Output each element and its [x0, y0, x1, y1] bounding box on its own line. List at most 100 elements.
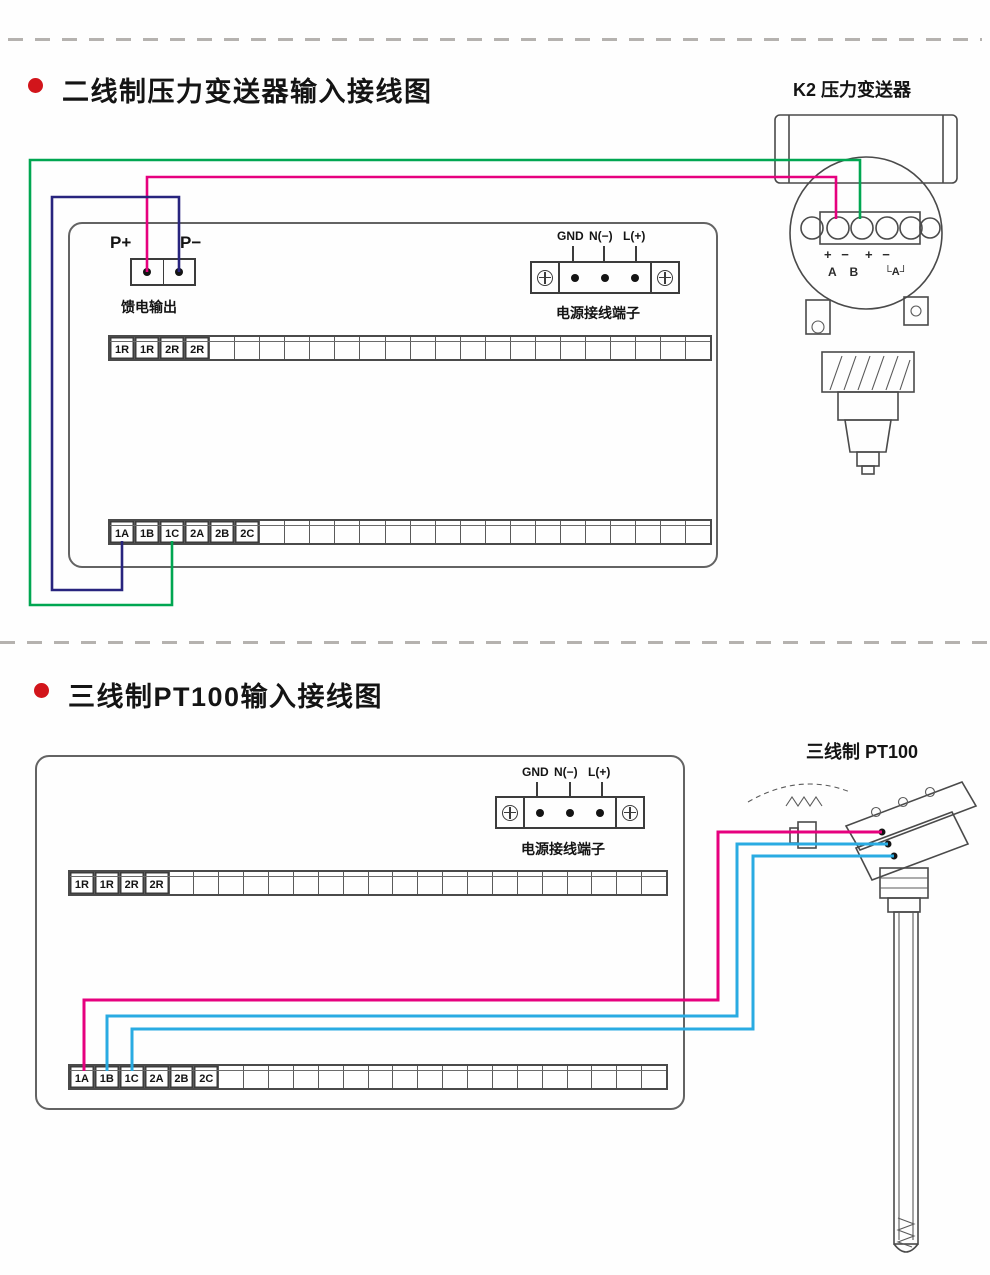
- terminal-cell: [411, 521, 436, 543]
- terminal-cell: [568, 1066, 593, 1088]
- neutral-lead-line: [569, 782, 571, 797]
- terminal-cell: 2R: [185, 337, 211, 359]
- line-label: L(+): [588, 765, 611, 779]
- transmitter-bracket-label: └A┘: [884, 266, 908, 278]
- terminal-cell: [360, 337, 386, 359]
- terminal-cell: [269, 872, 294, 894]
- terminal-cell: 2R: [120, 872, 145, 894]
- mount-screw-right: [652, 263, 678, 292]
- dashed-separator-top: [8, 38, 982, 41]
- terminal-cell: [493, 872, 518, 894]
- pressure-transmitter-drawing: [774, 114, 958, 475]
- terminal-cell: [436, 521, 461, 543]
- terminal-cell: [543, 1066, 568, 1088]
- terminal-cell: [636, 337, 662, 359]
- terminal-cell: [294, 872, 319, 894]
- transmitter-ab-label: A B: [828, 265, 864, 279]
- terminal-cell: [319, 1066, 344, 1088]
- terminal-cell: [617, 1066, 643, 1088]
- terminal-cell: [611, 521, 636, 543]
- terminal-cell: [617, 872, 643, 894]
- terminal-cell: [536, 521, 561, 543]
- power-terminal-block-2: [495, 796, 645, 829]
- gnd-lead-line: [572, 246, 574, 262]
- terminal-cell: [586, 337, 611, 359]
- terminal-cell: [219, 1066, 245, 1088]
- terminal-cell: 2B: [170, 1066, 195, 1088]
- terminal-cell: [260, 521, 286, 543]
- terminal-cell: [511, 337, 536, 359]
- terminal-cell: [411, 337, 436, 359]
- terminal-cell: 1C: [120, 1066, 145, 1088]
- gnd-label: GND: [557, 229, 584, 243]
- screw-icon: [537, 269, 553, 286]
- terminal-cell: [360, 521, 386, 543]
- terminal-cell: [244, 1066, 269, 1088]
- terminal-cell: [418, 1066, 444, 1088]
- power-terminals: [523, 798, 617, 827]
- terminal-cell: 1B: [95, 1066, 120, 1088]
- power-terminal-block-1: [530, 261, 680, 294]
- terminal-cell: 1A: [110, 521, 136, 543]
- terminal-cell: [461, 337, 486, 359]
- terminal-cell: [219, 872, 245, 894]
- transmitter-polarity-signs: + − + −: [824, 247, 893, 262]
- terminal-cell: [443, 1066, 468, 1088]
- terminal-dot: [601, 273, 609, 282]
- neutral-lead-line: [603, 246, 605, 262]
- terminal-dot: [631, 273, 639, 282]
- terminal-cell: 2C: [194, 1066, 220, 1088]
- power-terminal-caption-1: 电源接线端子: [556, 305, 640, 321]
- terminal-cell: [468, 1066, 493, 1088]
- terminal-cell: 2B: [210, 521, 236, 543]
- terminal-cell: [486, 521, 511, 543]
- neutral-label: N(−): [554, 765, 578, 779]
- terminal-cell: [194, 872, 220, 894]
- probe-terminal-dot: [884, 840, 892, 848]
- terminal-cell: [335, 521, 361, 543]
- screw-icon: [502, 804, 518, 821]
- terminal-cell: [511, 521, 536, 543]
- neutral-label: N(−): [589, 229, 613, 243]
- terminal-cell: [170, 872, 195, 894]
- terminal-cell: [636, 521, 662, 543]
- terminal-cell: [235, 337, 261, 359]
- terminal-cell: [310, 337, 336, 359]
- terminal-cell: [369, 1066, 394, 1088]
- terminal-cell: [592, 1066, 618, 1088]
- terminal-cell: [543, 872, 568, 894]
- feed-output-terminal: [130, 258, 196, 286]
- terminal-cell: [319, 872, 344, 894]
- terminal-dot: [596, 808, 604, 817]
- terminal-cell: [661, 337, 687, 359]
- terminal-dot: [174, 268, 183, 276]
- screw-icon: [657, 269, 673, 286]
- terminal-cell: [686, 337, 710, 359]
- terminal-cell: [611, 337, 636, 359]
- terminal-cell: [493, 1066, 518, 1088]
- section1-title: 二线制压力变送器输入接线图: [62, 77, 433, 107]
- terminal-cell: 1R: [70, 872, 95, 894]
- terminal-cell: [518, 872, 543, 894]
- terminal-cell: [586, 521, 611, 543]
- terminal-cell: [269, 1066, 294, 1088]
- terminal-cell: 2R: [160, 337, 186, 359]
- probe-terminal-dot: [878, 828, 886, 836]
- terminal-cell: [386, 337, 411, 359]
- mount-screw-left: [497, 798, 523, 827]
- mount-screw-right: [617, 798, 643, 827]
- terminal-cell: [686, 521, 710, 543]
- terminal-cell: [244, 872, 269, 894]
- transmitter-device-label: K2 压力变送器: [793, 80, 912, 100]
- gnd-lead-line: [536, 782, 538, 797]
- p-plus-label: P+: [110, 233, 132, 252]
- terminal-cell: 1B: [135, 521, 161, 543]
- terminal-cell: [260, 337, 286, 359]
- terminal-cell: [344, 1066, 369, 1088]
- terminal-cell: [210, 337, 236, 359]
- terminal-cell: 1R: [95, 872, 120, 894]
